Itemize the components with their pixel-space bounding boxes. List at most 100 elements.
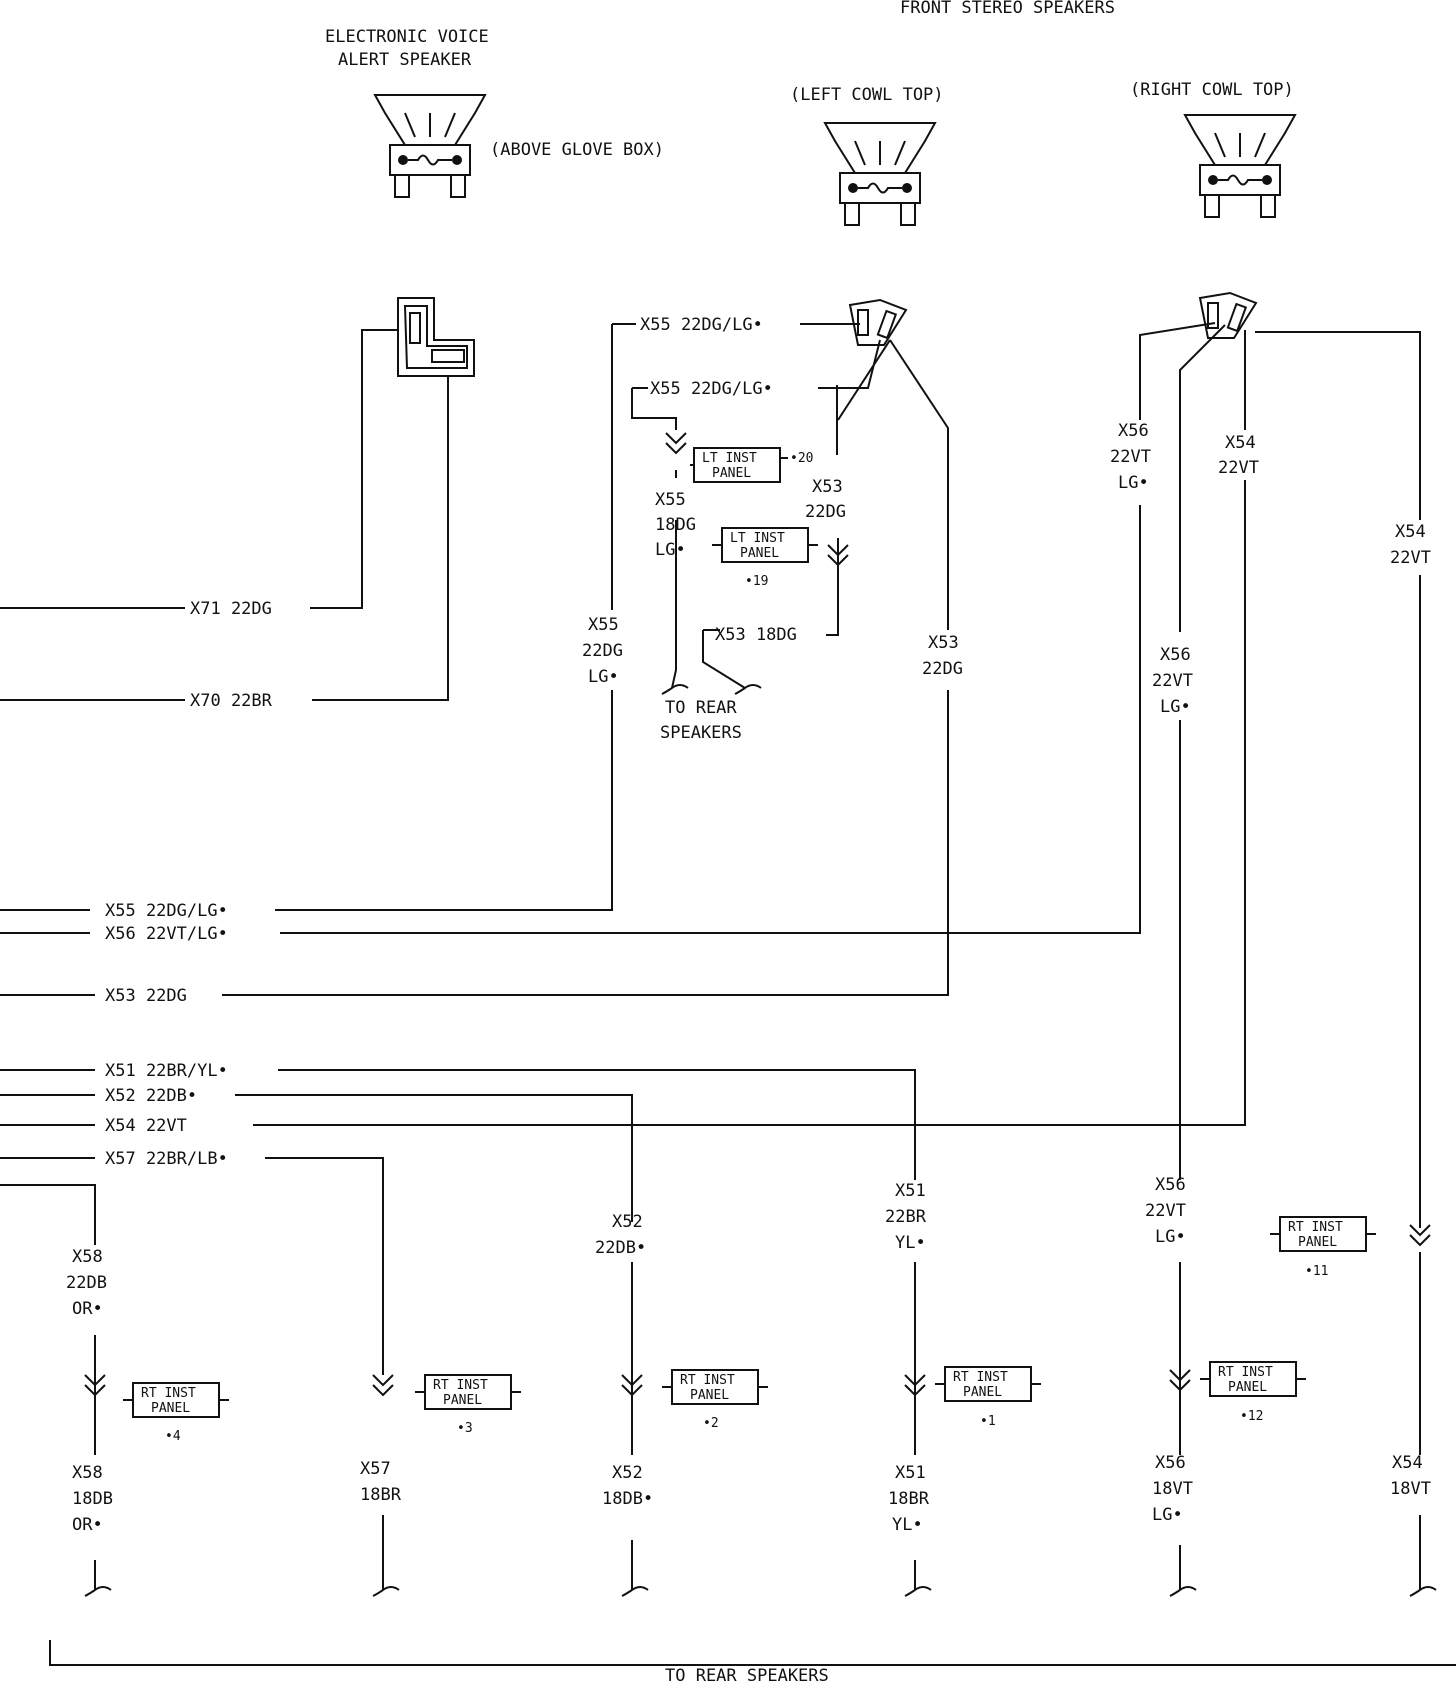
wire-x53-18-label: X53 18DG — [715, 625, 797, 645]
eva-title-line2: ALERT SPEAKER — [338, 50, 472, 70]
left-speaker-connector-icon — [848, 298, 908, 346]
wire-x70-label: X70 22BR — [190, 691, 273, 711]
svg-text:LG•: LG• — [1160, 697, 1191, 717]
svg-text:22VT: 22VT — [1152, 671, 1193, 691]
svg-text:X51: X51 — [895, 1463, 926, 1483]
svg-text:OR•: OR• — [72, 1299, 103, 1319]
svg-text:RT INST: RT INST — [433, 1378, 488, 1393]
svg-text:YL•: YL• — [895, 1233, 926, 1253]
svg-text:X55: X55 — [655, 490, 686, 510]
svg-text:RT INST: RT INST — [1218, 1365, 1273, 1380]
svg-text:X56: X56 — [1155, 1175, 1186, 1195]
svg-text:PANEL: PANEL — [1298, 1235, 1337, 1250]
svg-text:SPEAKERS: SPEAKERS — [660, 723, 742, 743]
svg-text:X56: X56 — [1118, 421, 1149, 441]
svg-text:•19: •19 — [745, 574, 768, 589]
rear-speakers-bottom-label: TO REAR SPEAKERS — [665, 1666, 829, 1686]
svg-text:X53: X53 — [812, 477, 843, 497]
svg-text:X54: X54 — [1392, 1453, 1423, 1473]
svg-text:RT INST: RT INST — [141, 1386, 196, 1401]
wire-b-x57-label: X57 18BR — [360, 1459, 402, 1505]
svg-text:18BR: 18BR — [888, 1489, 930, 1509]
svg-text:X56: X56 — [1155, 1453, 1186, 1473]
svg-text:X51: X51 — [895, 1181, 926, 1201]
svg-text:•3: •3 — [457, 1421, 473, 1436]
svg-text:X52: X52 — [612, 1463, 643, 1483]
wire-h-x56-label: X56 22VT/LG• — [105, 924, 228, 944]
svg-text:TO REAR: TO REAR — [665, 698, 737, 718]
wire-h-x52-label: X52 22DB• — [105, 1086, 197, 1106]
wire-d-x51-label: X51 22BR YL• — [885, 1181, 927, 1253]
wire-b-x56-label: X56 18VT LG• — [1152, 1453, 1193, 1525]
wire-h-x53-label: X53 22DG — [105, 986, 187, 1006]
wire-x53-vert-label: X53 22DG — [922, 633, 963, 679]
above-glove-box-label: (ABOVE GLOVE BOX) — [490, 140, 664, 160]
svg-text:LT INST: LT INST — [702, 451, 757, 466]
front-speakers-title: FRONT STEREO SPEAKERS — [900, 0, 1115, 18]
rt-inst-panel-3: RT INST PANEL •3 — [415, 1374, 521, 1436]
wire-x55-18-label: X55 18DG LG• — [655, 490, 696, 560]
svg-text:X57: X57 — [360, 1459, 391, 1479]
svg-text:RT INST: RT INST — [1288, 1220, 1343, 1235]
svg-text:LG•: LG• — [1118, 473, 1149, 493]
svg-text:22DG: 22DG — [805, 502, 846, 522]
svg-text:18DB: 18DB — [72, 1489, 113, 1509]
svg-text:PANEL: PANEL — [690, 1388, 729, 1403]
svg-text:OR•: OR• — [72, 1515, 103, 1535]
termination-curls — [84, 684, 1437, 1597]
eva-connector-icon — [397, 297, 475, 377]
lt-inst-panel-19: LT INST PANEL •19 — [712, 527, 818, 589]
wire-d-x56-label: X56 22VT LG• — [1145, 1175, 1186, 1247]
svg-text:X54: X54 — [1395, 522, 1426, 542]
right-speaker-icon — [1183, 114, 1297, 218]
wire-b-x52-label: X52 18DB• — [602, 1463, 653, 1509]
rear-speakers-mid-label: TO REAR SPEAKERS — [660, 698, 742, 743]
svg-text:PANEL: PANEL — [963, 1385, 1002, 1400]
svg-text:PANEL: PANEL — [443, 1393, 482, 1408]
wire-x53-up-label: X53 22DG — [805, 477, 846, 522]
eva-speaker-icon — [373, 94, 487, 198]
svg-text:LT INST: LT INST — [730, 531, 785, 546]
svg-text:22VT: 22VT — [1145, 1201, 1186, 1221]
wire-x55-vert-label: X55 22DG LG• — [582, 615, 623, 687]
svg-text:22DB•: 22DB• — [595, 1238, 646, 1258]
eva-title-line1: ELECTRONIC VOICE — [325, 27, 489, 47]
svg-text:22DB: 22DB — [66, 1273, 107, 1293]
svg-text:LG•: LG• — [1152, 1505, 1183, 1525]
svg-text:LG•: LG• — [1155, 1227, 1186, 1247]
svg-text:18DG: 18DG — [655, 515, 696, 535]
wire-x71-label: X71 22DG — [190, 599, 272, 619]
svg-text:22VT: 22VT — [1218, 458, 1259, 478]
wire-x55-mid-label: X55 22DG/LG• — [650, 379, 773, 399]
wire-h-x57-label: X57 22BR/LB• — [105, 1149, 228, 1169]
svg-text:22VT: 22VT — [1110, 447, 1151, 467]
svg-text:X55: X55 — [588, 615, 619, 635]
svg-text:RT INST: RT INST — [953, 1370, 1008, 1385]
wire-x56-mid-label: X56 22VT LG• — [1152, 645, 1193, 717]
wire-d-x58-label: X58 22DB OR• — [66, 1247, 107, 1319]
svg-text:•20: •20 — [790, 451, 813, 466]
lt-inst-panel-20: LT INST PANEL •20 — [693, 447, 813, 483]
svg-text:LG•: LG• — [655, 540, 686, 560]
svg-text:RT INST: RT INST — [680, 1373, 735, 1388]
right-speaker-connector-icon — [1198, 291, 1258, 339]
svg-text:18DB•: 18DB• — [602, 1489, 653, 1509]
svg-text:•2: •2 — [703, 1416, 719, 1431]
svg-text:X52: X52 — [612, 1212, 643, 1232]
left-speaker-icon — [823, 122, 937, 226]
svg-text:•12: •12 — [1240, 1409, 1263, 1424]
svg-text:18VT: 18VT — [1390, 1479, 1431, 1499]
wire-x56-up-label: X56 22VT LG• — [1110, 421, 1151, 493]
svg-text:X53: X53 — [928, 633, 959, 653]
svg-text:18VT: 18VT — [1152, 1479, 1193, 1499]
svg-text:YL•: YL• — [892, 1515, 923, 1535]
wire-x54-up-label: X54 22VT — [1218, 433, 1259, 478]
svg-text:22BR: 22BR — [885, 1207, 927, 1227]
svg-text:PANEL: PANEL — [712, 466, 751, 481]
svg-text:•11: •11 — [1305, 1264, 1328, 1279]
svg-text:X54: X54 — [1225, 433, 1256, 453]
rt-inst-panel-4: RT INST PANEL •4 — [123, 1382, 229, 1444]
rt-inst-panel-1: RT INST PANEL •1 — [935, 1366, 1041, 1429]
wire-x55-top-label: X55 22DG/LG• — [640, 315, 763, 335]
